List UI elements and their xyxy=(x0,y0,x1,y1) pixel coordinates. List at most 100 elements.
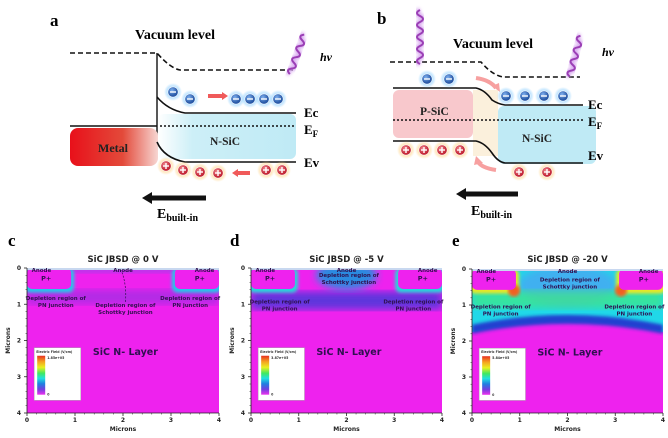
legend-colorbar xyxy=(261,355,270,395)
pn-depletion-label: PN junction xyxy=(616,312,652,318)
pn-depletion-band xyxy=(472,290,663,309)
x-tick-label: 2 xyxy=(121,417,125,424)
legend-min: 0 xyxy=(271,393,274,397)
y-tick-label: 2 xyxy=(17,338,21,345)
legend-min: 0 xyxy=(47,393,50,397)
pplus-label: P+ xyxy=(639,276,649,284)
p-sic-label: P-SiC xyxy=(420,106,449,118)
hole xyxy=(451,141,469,159)
depletion-band xyxy=(27,289,219,305)
conduction-band-line xyxy=(156,96,296,114)
photon-label: hv xyxy=(320,50,333,64)
photon-label: hv xyxy=(602,45,615,59)
y-axis-label: Microns xyxy=(229,327,236,354)
pn-depletion-label: Depletion region of xyxy=(26,296,87,302)
ef-label: EF xyxy=(588,114,603,131)
y-tick-label: 2 xyxy=(241,338,245,345)
built-in-field-arrowhead xyxy=(142,192,152,204)
pplus-region xyxy=(27,268,72,290)
hole xyxy=(209,164,227,182)
photon-icon xyxy=(416,9,424,65)
electron xyxy=(164,83,182,101)
legend-title: Electric Field (V/cm) xyxy=(36,350,73,354)
n-layer-label: SiC N- Layer xyxy=(537,347,602,358)
pn-depletion-label: Depletion region of xyxy=(383,300,444,306)
schottky-depletion-label: Schottky junction xyxy=(543,285,598,291)
y-tick-label: 4 xyxy=(462,410,466,417)
y-tick-label: 3 xyxy=(462,374,466,381)
hole xyxy=(538,163,556,181)
pplus-label: P+ xyxy=(265,275,275,283)
vacuum-level-label: Vacuum level xyxy=(453,37,533,52)
y-tick-label: 1 xyxy=(17,301,21,308)
anode-contact xyxy=(472,269,663,271)
n-layer-label: SiC N- Layer xyxy=(93,347,158,358)
pn-depletion-label: PN junction xyxy=(483,312,519,318)
electron-flow-arrowhead xyxy=(222,92,228,100)
pn-depletion-label: PN junction xyxy=(172,303,208,309)
x-tick-label: 3 xyxy=(169,417,173,424)
photon-left xyxy=(414,7,426,67)
pplus-label: P+ xyxy=(418,275,428,283)
x-tick-label: 4 xyxy=(661,417,665,424)
electron xyxy=(554,87,572,105)
sim-title: SiC JBSD @ -5 V xyxy=(309,255,384,265)
x-tick-label: 1 xyxy=(297,417,301,424)
y-tick-label: 0 xyxy=(462,266,466,273)
field-map xyxy=(27,268,219,413)
y-axis-label: Microns xyxy=(5,327,12,354)
schottky-depletion-label: Depletion region of xyxy=(540,278,601,284)
y-tick-label: 0 xyxy=(241,265,245,272)
ev-label: Ev xyxy=(304,155,320,170)
panel-letter-d: d xyxy=(230,231,240,250)
anode-contact xyxy=(251,268,442,270)
legend-colorbar xyxy=(37,355,46,395)
electron xyxy=(255,90,273,108)
panel-a: a Vacuum level Metal N-SiC Ec EF Ev hv xyxy=(50,11,333,224)
y-tick-label: 1 xyxy=(241,301,245,308)
x-tick-label: 3 xyxy=(392,417,396,424)
pn-depletion-label: Depletion region of xyxy=(160,296,221,302)
electron xyxy=(418,70,436,88)
hole-flow-arrowhead xyxy=(232,169,238,177)
metal-label: Metal xyxy=(98,141,129,155)
ec-label: Ec xyxy=(588,97,603,112)
anode-label: Anode xyxy=(256,268,276,274)
x-tick-label: 0 xyxy=(470,417,474,424)
panel-letter-a: a xyxy=(50,11,59,30)
panel-letter-e: e xyxy=(452,231,460,250)
vacuum-level-line xyxy=(390,61,580,78)
anode-label: Anode xyxy=(195,268,215,274)
electron xyxy=(227,90,245,108)
n-layer-label: SiC N- Layer xyxy=(316,347,381,358)
schottky-depletion-label: Depletion region of xyxy=(319,273,380,279)
anode-label: Anode xyxy=(32,268,52,274)
pplus-region xyxy=(398,268,442,290)
x-tick-label: 2 xyxy=(565,417,569,424)
depletion-edge xyxy=(472,314,663,334)
y-tick-label: 1 xyxy=(462,302,466,309)
legend-max: 1.85e+05 xyxy=(47,356,64,360)
anode-label: Anode xyxy=(418,268,438,274)
x-tick-label: 1 xyxy=(518,417,522,424)
hole xyxy=(415,141,433,159)
hole xyxy=(397,141,415,159)
n-sic-label: N-SiC xyxy=(210,136,240,148)
anode-label: Anode xyxy=(558,269,578,275)
built-in-field-label: Ebuilt-in xyxy=(471,204,512,221)
schottky-depletion xyxy=(315,268,378,290)
p-sic-region xyxy=(393,90,473,138)
color-legend: Electric Field (V/cm)3.87e+050 xyxy=(257,347,305,401)
pn-depletion-label: Depletion region of xyxy=(604,305,665,311)
legend-colorbar xyxy=(482,356,491,395)
pplus-label: P+ xyxy=(41,275,51,283)
anode-contact xyxy=(27,268,219,270)
depletion-band xyxy=(251,291,442,310)
legend-title: Electric Field (V/cm) xyxy=(260,350,297,354)
conduction-band-line xyxy=(393,87,583,106)
color-legend: Electric Field (V/cm)5.84e+050 xyxy=(478,347,526,401)
sim-title: SiC JBSD @ -20 V xyxy=(527,255,608,265)
pplus-region xyxy=(174,268,219,290)
